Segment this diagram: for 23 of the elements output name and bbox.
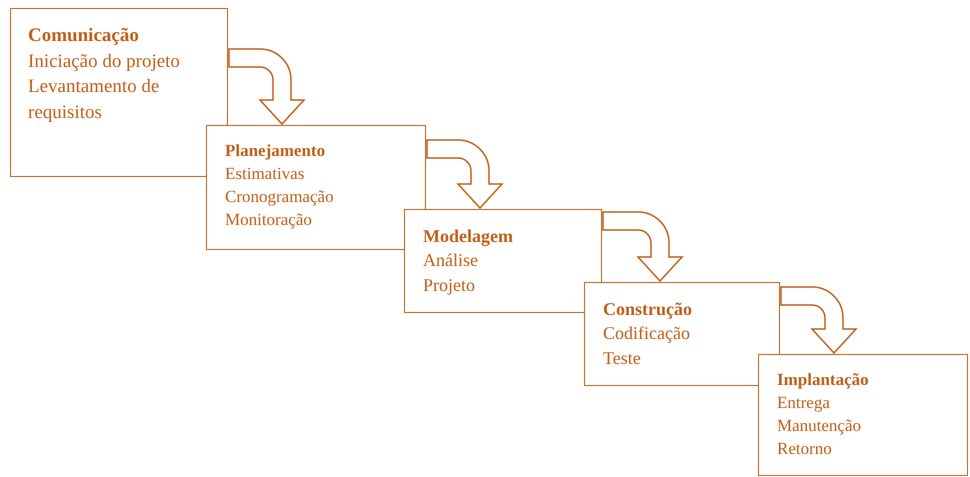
stage-activity: Projeto bbox=[423, 274, 475, 297]
curved-arrow bbox=[780, 286, 857, 354]
stage-activity: Levantamento de requisitos bbox=[28, 75, 160, 125]
stage-activity: Estimativas bbox=[225, 162, 304, 185]
stage-activity: Retorno bbox=[777, 438, 832, 460]
stage-activity: Cronogramação bbox=[225, 186, 334, 208]
stage-title: Construção bbox=[603, 298, 692, 321]
stage-activity: Entrega bbox=[777, 392, 830, 414]
curved-arrow bbox=[602, 211, 683, 282]
stage-activity: Iniciação do projeto bbox=[28, 50, 180, 74]
stage-activity: Teste bbox=[603, 346, 641, 370]
stage-activity: Manutenção bbox=[777, 414, 862, 437]
stage-title: Modelagem bbox=[423, 225, 513, 248]
stage-title: Comunicação bbox=[28, 24, 139, 48]
stage-title: Planejamento bbox=[225, 140, 326, 162]
stage-activity: Monitoração bbox=[225, 208, 312, 231]
curved-arrow bbox=[228, 48, 305, 125]
stage-title: Implantação bbox=[777, 369, 869, 391]
stage-activity: Codificação bbox=[603, 322, 690, 346]
curved-arrow bbox=[426, 139, 503, 209]
stage-activity: Análise bbox=[423, 249, 478, 272]
stage-box bbox=[404, 209, 602, 313]
stage-box bbox=[758, 354, 968, 476]
